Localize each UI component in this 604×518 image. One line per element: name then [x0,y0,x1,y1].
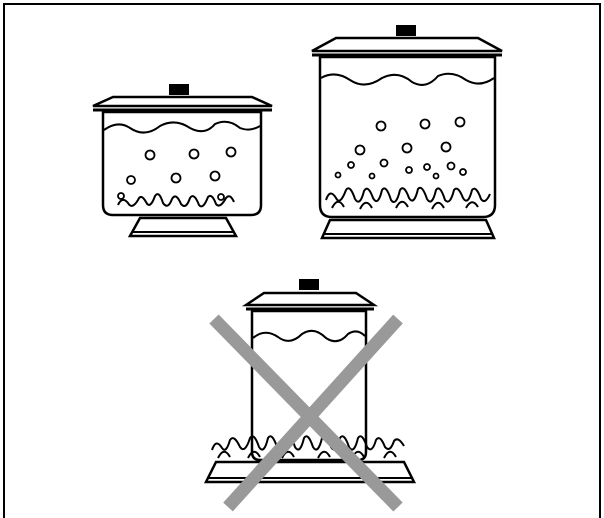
bubble-icon [117,192,125,200]
small-pot-body [101,110,263,217]
large-pot-bubbles [334,116,467,180]
small-pot-lid-knob [169,84,189,95]
small-pot-burner-base [127,216,239,238]
large-pot-water-surface [320,72,495,86]
flame-icon [211,435,405,451]
bubble-icon [354,144,366,156]
large-pot-body [318,55,497,219]
large-pot-lid [311,36,503,53]
cross-mark-icon [209,314,403,512]
flame-icon [325,186,491,203]
bubble-icon [225,146,237,158]
small-pot-panel [92,84,273,238]
large-pot-burner-base [320,218,496,240]
flame-icon [117,193,235,208]
bubble-icon [144,149,156,161]
large-pot-panel [311,25,503,240]
bubble-icon [405,166,413,174]
bubble-icon [440,141,452,153]
bubble-icon [209,170,221,182]
tall-pot-lid-knob [299,279,319,290]
tall-pot-lid [241,291,379,307]
small-pot-lid [92,95,273,108]
bubble-icon [423,163,431,171]
bubble-icon [454,116,466,128]
small-pot-water-surface [103,120,261,134]
flame-icon [331,200,479,210]
bubble-icon [432,172,440,180]
bubble-icon [347,161,355,169]
bubble-icon [126,175,136,185]
bubble-icon [334,171,342,179]
large-pot-lid-knob [396,25,416,36]
tall-pot-water-surface [252,329,366,343]
bubble-icon [401,142,413,154]
bubble-icon [446,161,456,171]
bubble-icon [368,172,376,180]
tall-pot-panel [203,279,417,512]
bubble-icon [375,120,387,132]
bubble-icon [379,158,389,168]
bubble-icon [170,172,182,184]
small-pot-bubbles [117,146,237,201]
bubble-icon [188,148,200,160]
bubble-icon [217,193,225,201]
bubble-icon [459,168,467,176]
flame-icon [217,450,397,459]
bubble-icon [419,118,431,130]
